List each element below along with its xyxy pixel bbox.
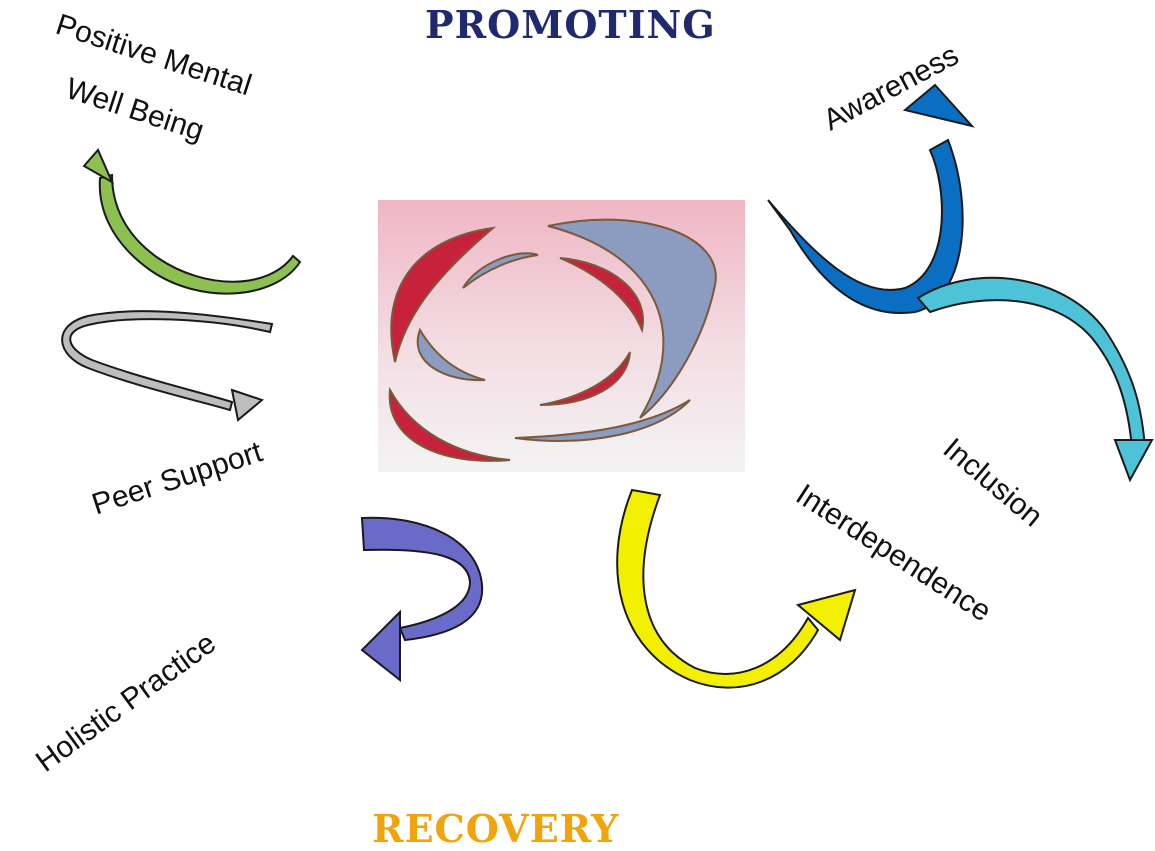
logo-swoosh-red-top-left	[390, 226, 497, 363]
logo-swoosh-blue-top-right	[547, 218, 717, 419]
heading-promoting: PROMOTING	[425, 2, 716, 47]
purple-curved-arrow	[360, 516, 484, 683]
logo-swoosh-blue-inner-left	[416, 327, 486, 382]
logo-swoosh-red-inner-bottom	[539, 351, 631, 406]
center-logo	[378, 200, 745, 472]
teal-curved-arrow	[916, 276, 1154, 483]
yellow-curved-arrow	[616, 488, 857, 689]
logo-swoosh-blue-inner-top	[462, 252, 539, 289]
grey-swirl-arrow	[61, 310, 274, 422]
logo-swoosh-red-inner-right	[559, 257, 645, 334]
heading-recovery: RECOVERY	[372, 806, 620, 851]
logo-swoosh-blue-bottom-right	[514, 399, 691, 442]
logo-swoosh-red-bottom-left	[388, 386, 511, 462]
blue-curved-arrow	[767, 83, 975, 315]
green-curved-arrow	[82, 148, 302, 295]
